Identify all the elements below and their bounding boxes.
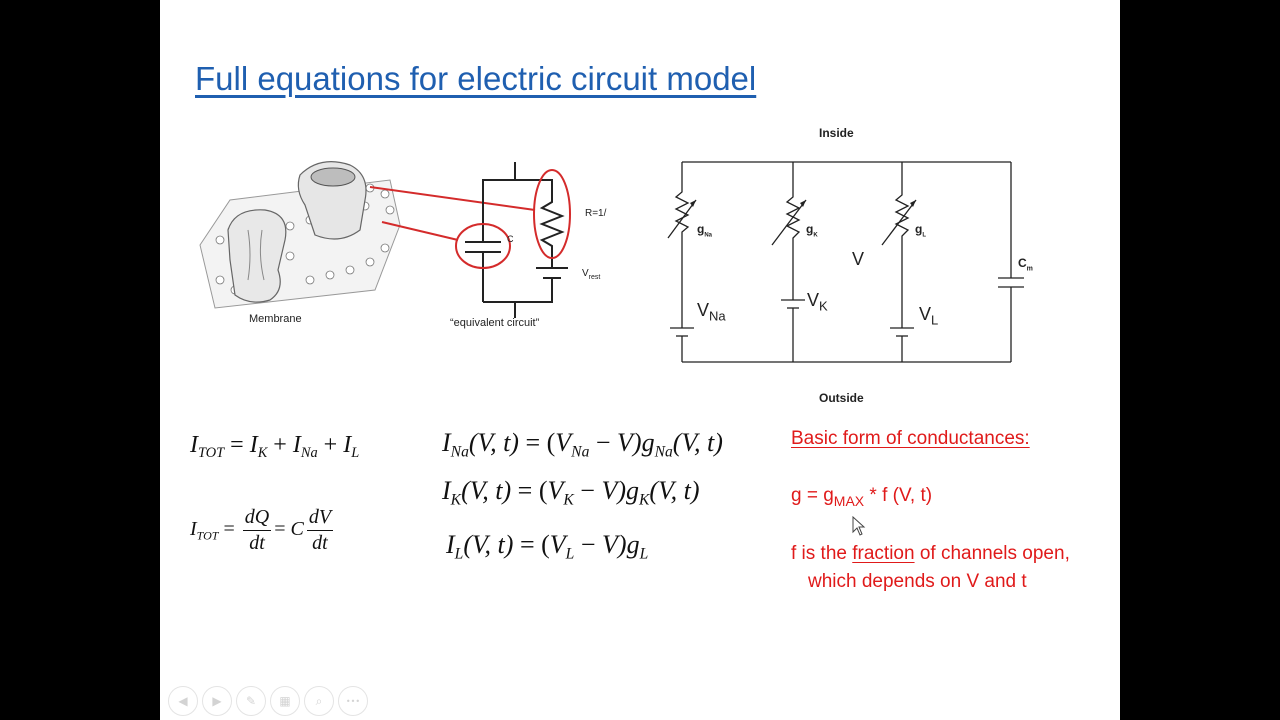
capacitor-label: C (507, 234, 514, 244)
capacitor-highlight (455, 223, 511, 269)
conductance-formula: g = gMAX * f (V, t) (791, 485, 933, 509)
gl-label: gL (915, 222, 927, 239)
cm-label: Cm (1018, 256, 1033, 273)
vl-label: VL (919, 304, 939, 328)
mouse-cursor-icon (852, 516, 866, 536)
eq-itot-sum: ITOT = IK + INa + IL (190, 432, 360, 462)
parallel-circuit-diagram (667, 161, 1024, 363)
magnifier-icon: ⌕ (315, 693, 323, 708)
outside-label: Outside (819, 391, 864, 405)
resistor-highlight (533, 169, 571, 259)
next-slide-button[interactable]: ▶ (202, 686, 232, 716)
gna-label: gNa (697, 222, 713, 239)
more-icon: ••• (345, 696, 361, 706)
membrane-figure (199, 161, 571, 318)
equivalent-circuit-label: “equivalent circuit” (450, 317, 540, 329)
conductance-heading: Basic form of conductances: (791, 428, 1030, 449)
fraction-note: f is the fraction of channels open, (791, 543, 1070, 564)
membrane-voltage-label: V (852, 249, 865, 269)
vk-label: VK (807, 290, 828, 314)
zoom-button[interactable]: ⌕ (304, 686, 334, 716)
membrane-illustration (199, 161, 401, 309)
previous-slide-button[interactable]: ◀ (168, 686, 198, 716)
vrest-label: Vrest (582, 268, 601, 281)
see-all-slides-button[interactable]: ▦ (270, 686, 300, 716)
resistor-label: R=1/ (585, 208, 607, 219)
slide-title: Full equations for electric circuit mode… (195, 60, 757, 97)
eq-il: IL(V, t) = (VL − V)gL (446, 530, 649, 563)
pen-tool-button[interactable]: ✎ (236, 686, 266, 716)
equivalent-circuit (465, 162, 568, 318)
slides-icon: ▦ (279, 694, 291, 708)
eq-ik: IK(V, t) = (VK − V)gK(V, t) (442, 476, 700, 509)
more-options-button[interactable]: ••• (338, 686, 368, 716)
gk-label: gK (806, 222, 818, 239)
vna-label: VNa (697, 300, 726, 324)
inside-label: Inside (819, 126, 854, 140)
previous-icon: ◀ (178, 694, 188, 708)
slide: Full equations for electric circuit mode… (160, 0, 1120, 720)
pen-icon: ✎ (245, 694, 257, 708)
membrane-label: Membrane (249, 313, 302, 325)
slideshow-toolbar: ◀ ▶ ✎ ▦ ⌕ ••• (168, 686, 368, 716)
eq-ina: INa(V, t) = (VNa − V)gNa(V, t) (442, 428, 723, 461)
fraction-note-line2: which depends on V and t (808, 571, 1027, 592)
next-icon: ▶ (212, 694, 222, 708)
